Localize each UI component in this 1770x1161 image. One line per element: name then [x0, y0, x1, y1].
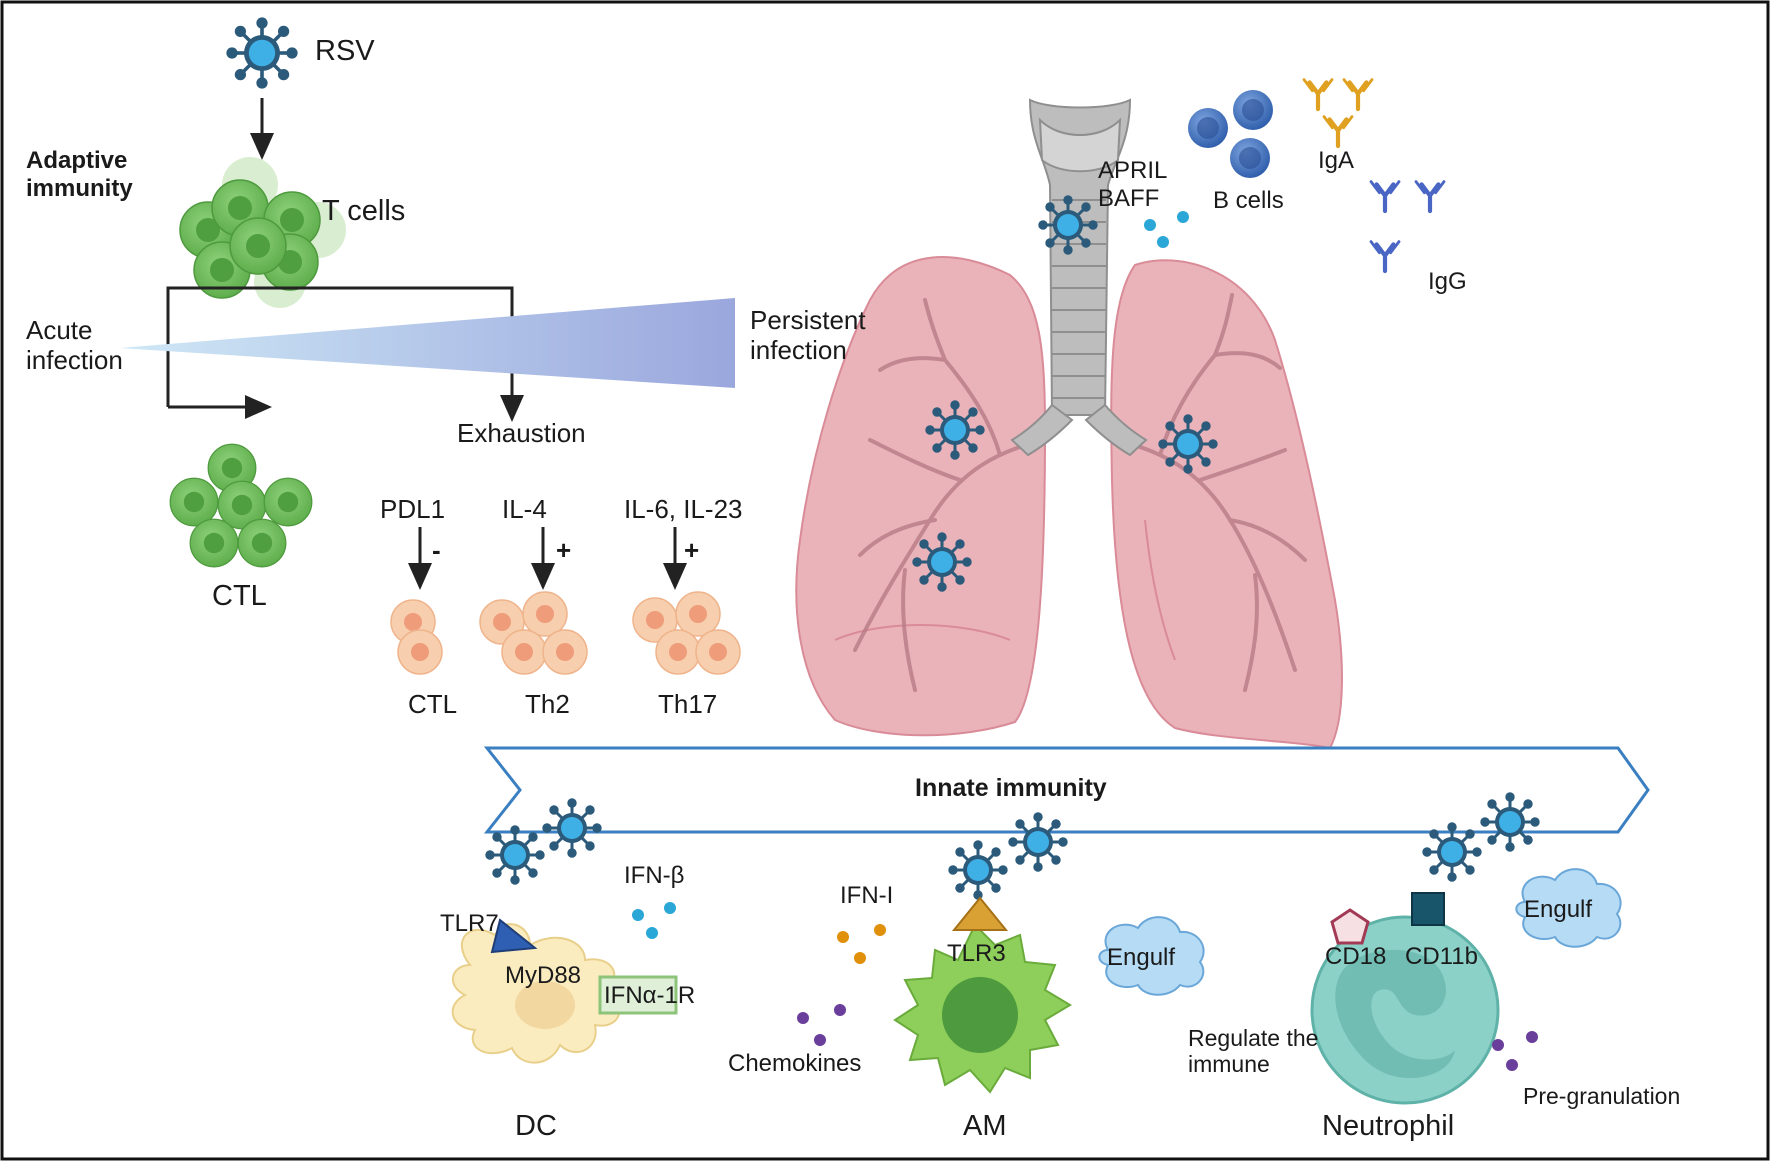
virus-icon-1	[485, 825, 545, 885]
neutrophil-cell-icon	[1310, 915, 1500, 1105]
engulf-label-1: Engulf	[1107, 944, 1176, 971]
virus-icon-5	[1422, 822, 1482, 882]
ifna-1r-receptor-icon	[598, 975, 678, 1015]
acute-infection-label: Acute infection	[26, 315, 123, 375]
april-baff-label: APRIL BAFF	[1098, 157, 1168, 212]
plus-sign-label-1: +	[556, 535, 572, 565]
t-cells-cluster-icon	[179, 157, 346, 308]
pdl1-label: PDL1	[380, 494, 446, 524]
iga-antibodies-icon	[1304, 80, 1372, 146]
virus-icon-2	[542, 798, 602, 858]
tlr7-label: TLR7	[440, 910, 499, 937]
virus-icon-6	[1480, 792, 1540, 852]
ctl-main-label: CTL	[212, 580, 267, 612]
ctl-small-cells-icon	[390, 599, 443, 675]
cd18-receptor-icon	[1330, 908, 1370, 945]
tlr3-label: TLR3	[947, 940, 1006, 967]
myd88-label: MyD88	[505, 962, 582, 989]
minus-sign-label: -	[432, 535, 441, 565]
engulf-cloud-2	[1515, 868, 1622, 948]
lungs-icon	[795, 98, 1343, 750]
infection-gradient-wedge	[120, 298, 735, 388]
th17-cells-icon	[632, 591, 741, 675]
innate-immunity-label: Innate immunity	[915, 774, 1107, 802]
b-cells-icon	[1188, 90, 1273, 178]
cd11b-receptor-icon	[1411, 892, 1445, 926]
th2-cells-icon	[479, 591, 588, 675]
engulf-label-2: Engulf	[1524, 896, 1593, 923]
tlr7-receptor-icon	[490, 918, 538, 954]
engulf-cloud-1	[1098, 916, 1205, 996]
iga-label: IgA	[1318, 147, 1355, 174]
dc-label: DC	[515, 1110, 557, 1142]
neutrophil-label: Neutrophil	[1322, 1110, 1455, 1142]
trachea-icon	[1010, 98, 1148, 457]
pre-granulation-label: Pre-granulation	[1523, 1083, 1681, 1109]
ifn-beta-dots	[632, 902, 676, 939]
th2-label: Th2	[525, 689, 570, 719]
ifna-1r-label: IFNα-1R	[604, 982, 696, 1009]
tlr3-receptor-icon	[951, 896, 1009, 931]
april-baff-dots	[1144, 211, 1189, 248]
am-label: AM	[963, 1110, 1007, 1142]
chemokines-label: Chemokines	[728, 1050, 862, 1077]
cd11b-label: CD11b	[1405, 943, 1478, 970]
ifn-beta-label: IFN-β	[624, 862, 685, 889]
innate-immunity-banner	[483, 746, 1650, 834]
rsv-virus-icon	[226, 17, 298, 89]
ctl-cluster-icon	[169, 443, 313, 568]
exhaustion-label: Exhaustion	[457, 418, 586, 448]
virus-icon-4	[1008, 812, 1068, 872]
chemokine-dots	[797, 1004, 846, 1046]
dendritic-cell-icon	[451, 923, 621, 1064]
alveolar-macrophage-icon	[893, 923, 1072, 1094]
th17-label: Th17	[658, 689, 718, 719]
igg-antibodies-icon	[1371, 182, 1444, 271]
adaptive-immunity-label: Adaptive immunity	[26, 147, 133, 202]
regulate-immune-label: Regulate the immune	[1188, 1025, 1319, 1078]
ctl-small-label: CTL	[408, 689, 458, 719]
rsv-label: RSV	[315, 35, 375, 67]
il6-il23-label: IL-6, IL-23	[624, 494, 743, 524]
b-cells-label: B cells	[1213, 187, 1284, 214]
cd18-label: CD18	[1325, 943, 1387, 970]
igg-label: IgG	[1428, 268, 1467, 295]
pre-granulation-dots	[1492, 1031, 1538, 1071]
ifn-i-dots	[837, 924, 886, 964]
virus-icon-3	[948, 840, 1008, 900]
il4-label: IL-4	[502, 494, 547, 524]
plus-sign-label-2: +	[684, 535, 700, 565]
t-cells-label: T cells	[322, 195, 406, 227]
persistent-infection-label: Persistent infection	[750, 305, 866, 365]
ifn-i-label: IFN-I	[840, 882, 894, 909]
